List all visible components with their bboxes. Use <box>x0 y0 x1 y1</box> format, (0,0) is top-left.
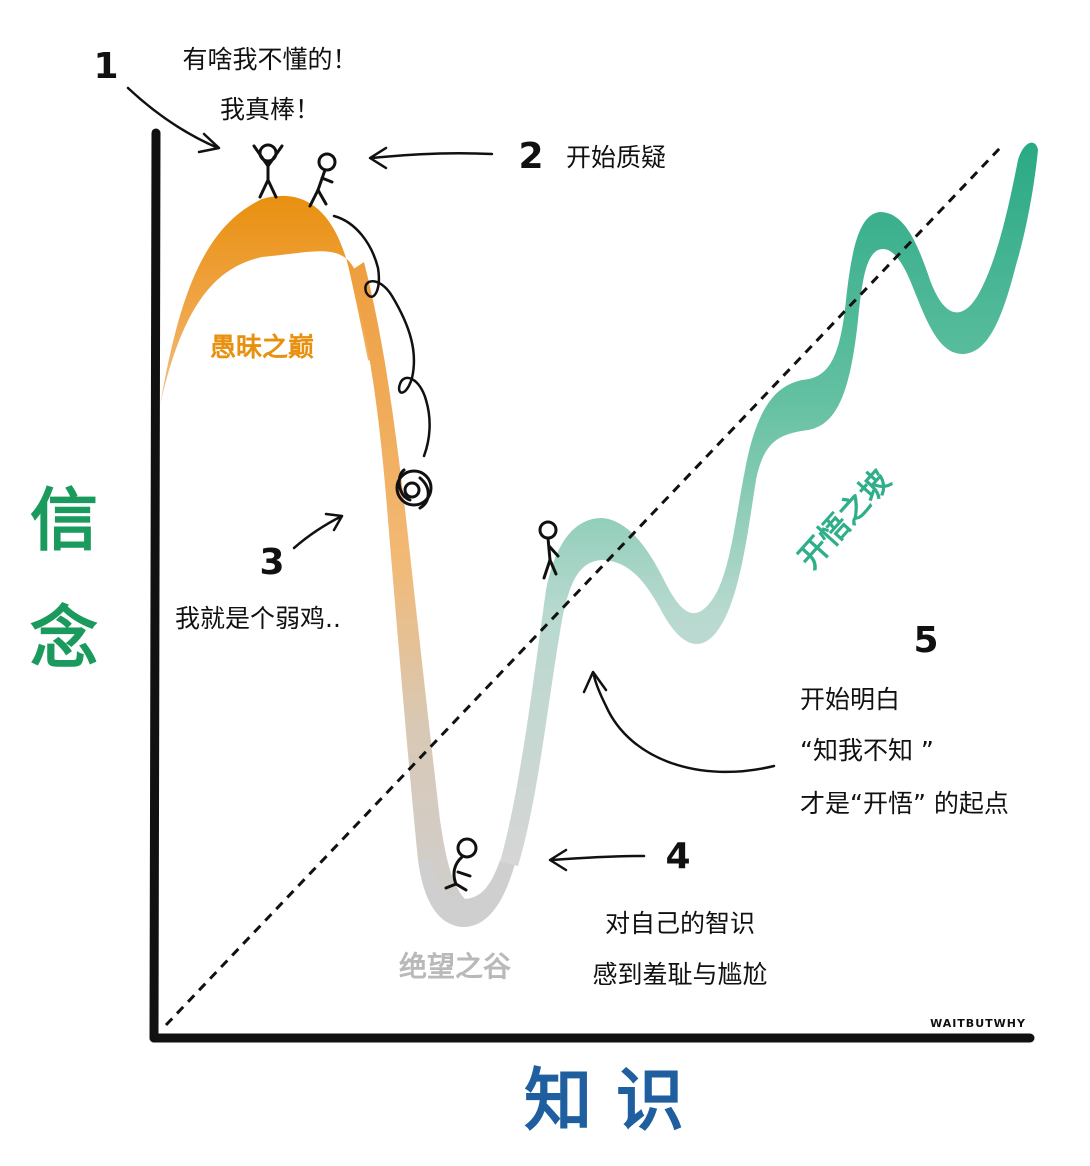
peak-label: 愚昧之巅 <box>210 332 314 363</box>
confidence-curve <box>160 142 1038 928</box>
stage-4-number: 4 <box>665 836 690 877</box>
stage-5-number: 5 <box>913 620 938 661</box>
diagonal-reference-line <box>164 146 1002 1027</box>
arrow-stage-1 <box>126 86 221 154</box>
peak-ribbon <box>160 195 382 405</box>
stage-4-text-line-2: 感到羞耻与尴尬 <box>592 960 767 989</box>
watermark: WAITBUTWHY <box>930 1017 1026 1030</box>
rise-ribbon <box>500 142 1038 866</box>
x-axis-label: 知 识 <box>524 1062 684 1141</box>
slope-label: 开悟之坡 <box>792 463 898 576</box>
stage-1-text-line-1: 有啥我不懂的！ <box>182 45 357 74</box>
arrow-stage-4 <box>548 848 646 872</box>
stage-1-number: 1 <box>93 46 118 87</box>
y-axis-label-top: 信 <box>30 482 98 561</box>
valley-label: 绝望之谷 <box>399 950 512 983</box>
stick-figure-cheering-icon <box>252 143 284 199</box>
y-axis-label-bottom: 念 <box>30 600 98 679</box>
stage-4-text-line-1: 对自己的智识 <box>605 909 755 938</box>
axes <box>149 128 1035 1044</box>
stick-figure-climbing-icon <box>538 520 560 580</box>
stage-3-number: 3 <box>259 542 284 583</box>
arrow-stage-5 <box>582 670 776 774</box>
stick-figure-crouching-icon <box>444 837 478 892</box>
valley-ribbon <box>418 860 516 928</box>
fall-ribbon <box>352 262 466 918</box>
arrow-stage-3 <box>292 512 344 550</box>
stage-1-text-line-2: 我真棒！ <box>220 95 320 124</box>
fall-trajectory-loops <box>332 214 431 458</box>
stick-figure-doubting-icon <box>308 152 337 208</box>
arrow-stage-2 <box>368 146 494 170</box>
stage-2-text: 开始质疑 <box>566 143 666 172</box>
stage-5-text-line-1: 开始明白 <box>800 685 900 714</box>
stage-5-text-line-2: “知我不知 ” <box>800 736 934 765</box>
y-axis-line <box>149 128 161 1043</box>
stage-3-text: 我就是个弱鸡.. <box>175 604 341 633</box>
stick-figure-falling-icon <box>395 468 433 510</box>
annotation-arrows <box>126 86 776 872</box>
x-axis-line <box>149 1032 1035 1044</box>
stage-2-number: 2 <box>518 136 543 177</box>
stage-5-text-line-3: 才是“开悟” 的起点 <box>800 789 1009 818</box>
